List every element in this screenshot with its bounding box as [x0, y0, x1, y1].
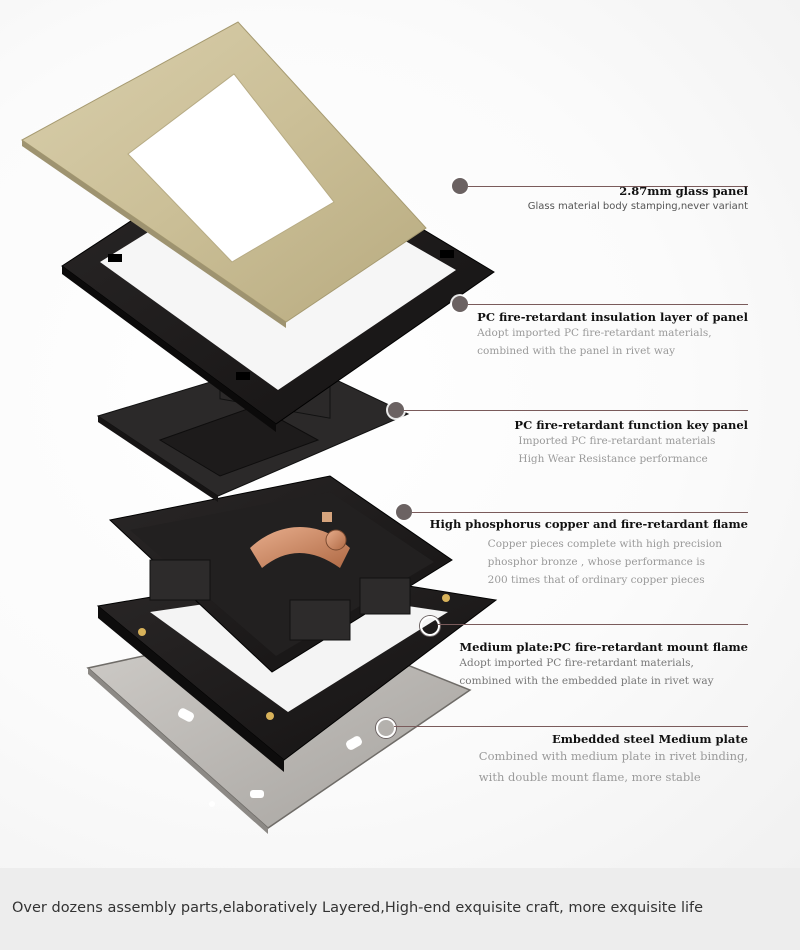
- callout-line-steel-plate: [394, 726, 748, 727]
- callout-description: combined with the panel in rivet way: [477, 345, 676, 357]
- callout-function-key-panel: PC fire-retardant function key panel Imp…: [514, 418, 748, 468]
- callout-marker-function-key-panel: [388, 402, 404, 418]
- footer-tagline: Over dozens assembly parts,elaboratively…: [12, 900, 704, 916]
- callout-description: 200 times that of ordinary copper pieces: [487, 574, 705, 586]
- callout-marker-mount-flame: [420, 616, 440, 636]
- callout-description: Combined with medium plate in rivet bind…: [478, 749, 748, 763]
- exploded-switch-illustration: [21, 21, 498, 834]
- callout-description: combined with the embedded plate in rive…: [459, 675, 714, 687]
- callout-title: Embedded steel Medium plate: [551, 732, 748, 746]
- callout-description: Glass material body stamping,never varia…: [527, 201, 748, 212]
- callout-glass-panel: 2.87mm glass panel Glass material body s…: [528, 184, 748, 216]
- callout-marker-steel-plate: [376, 718, 396, 738]
- callout-steel-plate: Embedded steel Medium plate Combined wit…: [479, 732, 748, 788]
- callout-description: phosphor bronze , whose performance is: [487, 556, 705, 568]
- callout-description: Adopt imported PC fire-retardant materia…: [477, 327, 712, 339]
- callout-mount-flame: Medium plate:PC fire-retardant mount fla…: [459, 640, 748, 690]
- product-diagram-panel: 2.87mm glass panel Glass material body s…: [0, 0, 800, 869]
- callout-line-function-key-panel: [404, 410, 748, 411]
- callout-description: Imported PC fire-retardant materials: [518, 435, 716, 447]
- callout-title: 2.87mm glass panel: [619, 184, 748, 198]
- callout-line-glass-panel: [468, 186, 748, 187]
- callout-description: Copper pieces complete with high precisi…: [487, 538, 723, 550]
- copper-flame-layer: [108, 475, 453, 673]
- callout-description: High Wear Resistance performance: [518, 453, 708, 465]
- callout-description: with double mount flame, more stable: [478, 770, 701, 784]
- callout-title: Medium plate:PC fire-retardant mount fla…: [459, 640, 748, 654]
- callout-title: PC fire-retardant function key panel: [514, 418, 748, 432]
- callout-description: Adopt imported PC fire-retardant materia…: [459, 657, 694, 669]
- footer-bar: Over dozens assembly parts,elaboratively…: [0, 868, 800, 950]
- callout-copper-flame: High phosphorus copper and fire-retardan…: [430, 517, 748, 589]
- callout-title: High phosphorus copper and fire-retardan…: [429, 517, 748, 531]
- glass-panel-layer: [21, 21, 427, 328]
- callout-line-mount-flame: [438, 624, 748, 625]
- callout-marker-glass-panel: [452, 178, 468, 194]
- callout-line-copper-flame: [412, 512, 748, 513]
- callout-insulation-layer: PC fire-retardant insulation layer of pa…: [477, 310, 748, 360]
- callout-title: PC fire-retardant insulation layer of pa…: [477, 310, 748, 324]
- callout-line-insulation-layer: [468, 304, 748, 305]
- callout-marker-copper-flame: [396, 504, 412, 520]
- callout-marker-insulation-layer: [452, 296, 468, 312]
